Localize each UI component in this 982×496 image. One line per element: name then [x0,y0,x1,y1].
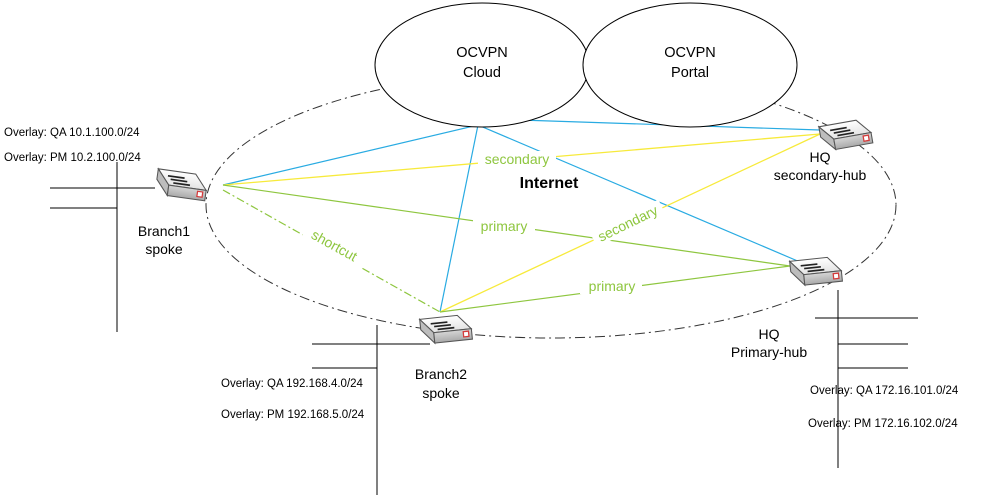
branch1-internet-link [222,124,479,186]
hq-primary-label-1: HQ [759,326,780,342]
label-bg [580,278,642,294]
branch1-overlay-qa: Overlay: QA 10.1.100.0/24 [4,127,140,139]
internet-links [222,119,821,313]
ocvpn-cloud-label-2: Cloud [463,65,501,81]
primary-links [222,184,791,313]
branch2-label-1: Branch2 [415,366,467,382]
hq-primary-internet-link [477,124,801,263]
primary-link-label: primary [481,218,528,234]
internet-label: Internet [520,175,579,192]
ocvpn-portal-label-1: OCVPN [664,45,716,61]
branch2-device-icon[interactable] [419,313,474,346]
shortcut-label-group: shortcut [301,222,368,269]
branch2-label-2: spoke [422,385,460,401]
branch1-label-1: Branch1 [138,223,190,239]
branch2-overlay-pm: Overlay: PM 192.168.5.0/24 [221,409,365,421]
secondary-link-label: secondary [595,202,660,245]
branch1-overlay-pm: Overlay: PM 10.2.100.0/24 [4,152,141,164]
ocvpn-portal-label-2: Portal [671,65,709,81]
lan-segments [50,162,918,495]
ocvpn-portal-ellipse [582,2,798,128]
hq-secondary-label-2: secondary-hub [774,167,867,183]
secondary-link-label: secondary [485,151,550,167]
label-bg [473,218,535,234]
label-bg [478,151,556,167]
hq-secondary-device-icon[interactable] [818,117,874,153]
ocvpn-cloud-label-1: OCVPN [456,45,508,61]
branch1-device-icon[interactable] [154,168,209,202]
shortcut-link-label: shortcut [309,226,360,264]
hq-overlay-qa: Overlay: QA 172.16.101.0/24 [810,385,959,397]
hq-overlay-pm: Overlay: PM 172.16.102.0/24 [808,418,958,430]
hq-primary-label-2: Primary-hub [731,344,807,360]
hq-primary-device-icon[interactable] [789,255,844,288]
branch1-label-2: spoke [145,241,183,257]
branch2-overlay-qa: Overlay: QA 192.168.4.0/24 [221,378,364,390]
secondary-diag-label-group: secondary [590,199,666,248]
hq-secondary-label-1: HQ [810,149,831,165]
primary-link-label: primary [589,278,636,294]
